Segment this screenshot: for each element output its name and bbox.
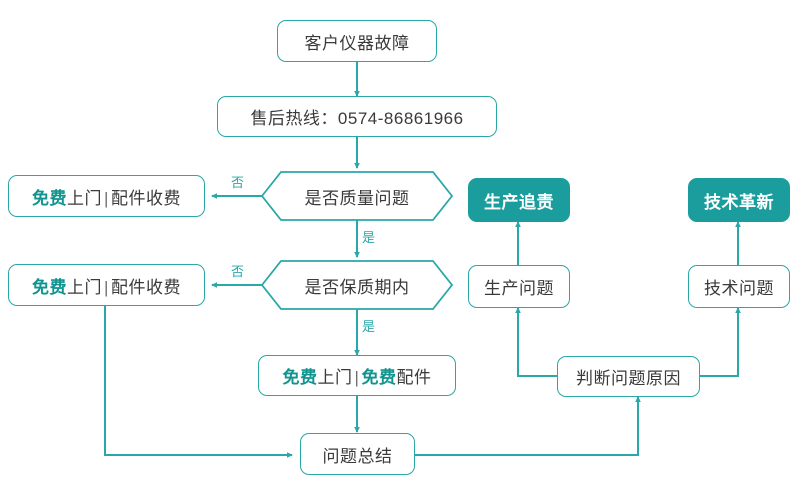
free-accent: 免费 (32, 277, 68, 297)
node-free-all-label: 免费上门|免费配件 (283, 363, 432, 388)
node-customer-fault-label: 客户仪器故障 (304, 33, 410, 53)
node-paid-parts-2-label: 免费上门|配件收费 (32, 273, 181, 298)
node-production-blame[interactable]: 生产追责 (468, 178, 570, 222)
node-summary-label: 问题总结 (322, 446, 393, 466)
node-tech-issue-label: 技术问题 (704, 279, 774, 298)
node-paid-parts-2[interactable]: 免费上门|配件收费 (8, 264, 205, 306)
node-tech-innovation-label: 技术革新 (704, 192, 774, 212)
node-hotline-label: 售后热线：0574-86861966 (250, 109, 464, 128)
edge-label-quality-yes: 是 (362, 230, 376, 245)
free-accent-2: 免费 (361, 368, 397, 387)
edge-summary-to-judge (415, 396, 641, 456)
node-judge-cause[interactable]: 判断问题原因 (557, 356, 700, 397)
parts-fee-text: 配件收费 (110, 277, 181, 297)
node-is-quality[interactable]: 是否质量问题 (262, 172, 452, 220)
node-production-issue-label: 生产问题 (484, 279, 554, 298)
edge-label-warranty-yes: 是 (362, 319, 376, 334)
parts-fee-text: 配件收费 (110, 188, 181, 208)
edge-label-warranty-no: 否 (231, 264, 245, 279)
node-tech-issue[interactable]: 技术问题 (688, 265, 790, 308)
hexagon-is-warranty-shape (260, 260, 454, 310)
onsite-text: 上门 (317, 368, 353, 387)
edge-judge-to-production (515, 307, 557, 377)
edge-judge-to-tech (700, 307, 741, 377)
separator: | (104, 188, 109, 208)
onsite-text: 上门 (67, 188, 103, 208)
node-paid-parts-1[interactable]: 免费上门|配件收费 (8, 175, 205, 217)
separator: | (104, 277, 109, 297)
separator: | (354, 368, 360, 387)
node-is-warranty-label: 是否保质期内 (304, 277, 410, 297)
edge-label-quality-no: 否 (231, 175, 245, 190)
free-accent: 免费 (32, 188, 68, 208)
node-is-quality-label: 是否质量问题 (304, 188, 410, 208)
node-tech-innovation[interactable]: 技术革新 (688, 178, 790, 222)
node-customer-fault[interactable]: 客户仪器故障 (277, 20, 437, 62)
edge-paid2-to-summary (104, 306, 293, 458)
free-accent-1: 免费 (282, 368, 318, 387)
node-hotline[interactable]: 售后热线：0574-86861966 (217, 96, 497, 137)
node-free-all[interactable]: 免费上门|免费配件 (258, 355, 456, 396)
node-summary[interactable]: 问题总结 (300, 433, 415, 475)
node-is-warranty[interactable]: 是否保质期内 (262, 261, 452, 309)
node-production-blame-label: 生产追责 (484, 192, 554, 212)
parts-text: 配件 (396, 368, 432, 387)
node-production-issue[interactable]: 生产问题 (468, 265, 570, 308)
hexagon-is-quality-shape (260, 171, 454, 221)
node-paid-parts-1-label: 免费上门|配件收费 (32, 184, 181, 209)
onsite-text: 上门 (67, 277, 103, 297)
node-judge-cause-label: 判断问题原因 (576, 369, 681, 388)
